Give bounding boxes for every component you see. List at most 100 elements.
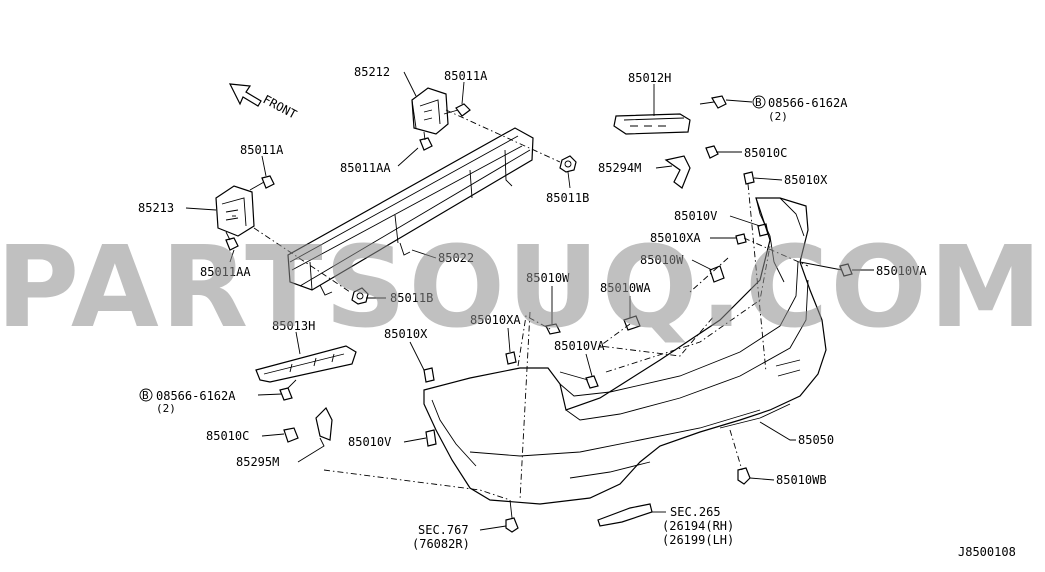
assembly-line xyxy=(445,109,561,163)
label-85011b-low: 85011B xyxy=(390,291,433,305)
clip-85010w-right-icon xyxy=(709,265,725,283)
bolt-08566-right-icon xyxy=(699,95,727,109)
bolt-marker-right-icon xyxy=(752,95,766,109)
bracket-85294m xyxy=(664,155,691,189)
clip-85010w-mid-icon xyxy=(545,323,561,335)
bolt-85011aa-left-icon xyxy=(225,231,239,251)
nut-85010xa-mid-icon xyxy=(505,351,517,365)
bolt-85011a-left-icon xyxy=(249,175,275,191)
label-85010wb: 85010WB xyxy=(776,473,827,487)
nut-85010c-right-icon xyxy=(705,145,719,159)
label-85011b-right: 85011B xyxy=(546,191,589,205)
reflector-sec265 xyxy=(597,503,653,527)
label-85010va-mid: 85010VA xyxy=(554,339,605,353)
assembly-line xyxy=(729,429,743,471)
label-85010x-left: 85010X xyxy=(384,327,428,341)
assembly-line xyxy=(743,237,809,267)
leader-line xyxy=(297,437,325,463)
clip-85010wb-icon xyxy=(737,467,751,485)
label-85010va-right: 85010VA xyxy=(876,264,927,278)
front-label: FRONT xyxy=(261,92,299,121)
watermark: PARTSOUQ.COM xyxy=(0,223,1044,353)
nut-85010xa-right-icon xyxy=(735,233,747,245)
label-sec265-lh: (26199(LH) xyxy=(662,533,734,547)
label-85010v-right: 85010V xyxy=(674,209,717,223)
bolt-85011aa-top-icon xyxy=(419,131,433,151)
leader-line xyxy=(759,421,796,441)
label-85013h: 85013H xyxy=(272,319,315,333)
leader-line xyxy=(655,165,673,169)
leader-line xyxy=(261,433,285,437)
label-85212: 85212 xyxy=(354,65,390,79)
bolt-85010va-mid-icon xyxy=(559,371,599,389)
assembly-line xyxy=(598,315,715,357)
clip-sec767-icon xyxy=(505,499,519,533)
label-sec265-rh: (26194(RH) xyxy=(662,519,734,533)
label-85011aa-left: 85011AA xyxy=(200,265,251,279)
label-85010xa-mid: 85010XA xyxy=(470,313,521,327)
label-85010w-right: 85010W xyxy=(640,253,684,267)
leader-line xyxy=(479,525,507,531)
leader-line xyxy=(409,341,425,371)
leader-line xyxy=(295,331,301,355)
label-85011a-top: 85011A xyxy=(444,69,488,83)
leader-line xyxy=(403,71,417,97)
clip-85010x-left-icon xyxy=(423,367,435,383)
assembly-line xyxy=(747,183,767,373)
bolt-85010va-right-icon xyxy=(799,261,853,277)
label-85010c-left: 85010C xyxy=(206,429,249,443)
leader-line xyxy=(725,99,753,103)
front-arrow-icon xyxy=(228,83,262,107)
label-85294m: 85294M xyxy=(598,161,641,175)
bolt-marker-right: B xyxy=(755,96,762,109)
label-bolt-08566-right: 08566-6162A xyxy=(768,96,848,110)
nut-85010c-left-icon xyxy=(283,427,299,443)
label-bolt-08566-left: 08566-6162A xyxy=(156,389,236,403)
bracket-85213 xyxy=(215,185,255,237)
assembly-line xyxy=(689,257,729,293)
diagram-code: J8500108 xyxy=(958,545,1016,559)
label-85012h: 85012H xyxy=(628,71,671,85)
leader-line xyxy=(461,81,465,105)
assembly-line xyxy=(253,227,351,293)
bracket-85212 xyxy=(411,87,449,135)
bolt-marker-left-icon xyxy=(139,388,153,402)
clip-85010x-right-icon xyxy=(743,171,755,185)
label-85010v-left: 85010V xyxy=(348,435,391,449)
nut-85011b-low-icon xyxy=(351,287,369,305)
bracket-85012h xyxy=(613,113,691,135)
leader-line xyxy=(185,207,217,211)
label-85010w-mid: 85010W xyxy=(526,271,570,285)
leader-line xyxy=(729,215,761,227)
leader-line xyxy=(691,259,713,271)
assembly-line xyxy=(517,315,553,367)
label-85011a-left: 85011A xyxy=(240,143,284,157)
label-85295m: 85295M xyxy=(236,455,279,469)
label-85010c-right: 85010C xyxy=(744,146,787,160)
label-85011aa-top: 85011AA xyxy=(340,161,391,175)
assembly-line xyxy=(605,245,771,373)
label-bolt-08566-left-qty: (2) xyxy=(156,402,176,415)
leader-line xyxy=(397,147,419,167)
label-85010xa-right: 85010XA xyxy=(650,231,701,245)
bumper-fascia-85050 xyxy=(423,197,827,505)
label-85010wa: 85010WA xyxy=(600,281,651,295)
leader-line xyxy=(749,477,775,481)
leader-line xyxy=(507,327,511,353)
leader-line xyxy=(257,393,283,396)
bolt-marker-left: B xyxy=(142,389,149,402)
leader-line xyxy=(229,249,235,263)
label-85010x-right: 85010X xyxy=(784,173,828,187)
label-85022: 85022 xyxy=(438,251,474,265)
assembly-line xyxy=(519,311,531,501)
bracket-85295m xyxy=(315,406,333,441)
bolt-08566-left-icon xyxy=(279,379,297,401)
leader-line xyxy=(567,171,571,189)
leader-line xyxy=(585,353,593,377)
clip-85010v-left-icon xyxy=(425,429,437,447)
nut-85011b-right-icon xyxy=(559,155,577,173)
leader-line xyxy=(261,155,267,177)
label-sec767: SEC.767 xyxy=(418,523,469,537)
